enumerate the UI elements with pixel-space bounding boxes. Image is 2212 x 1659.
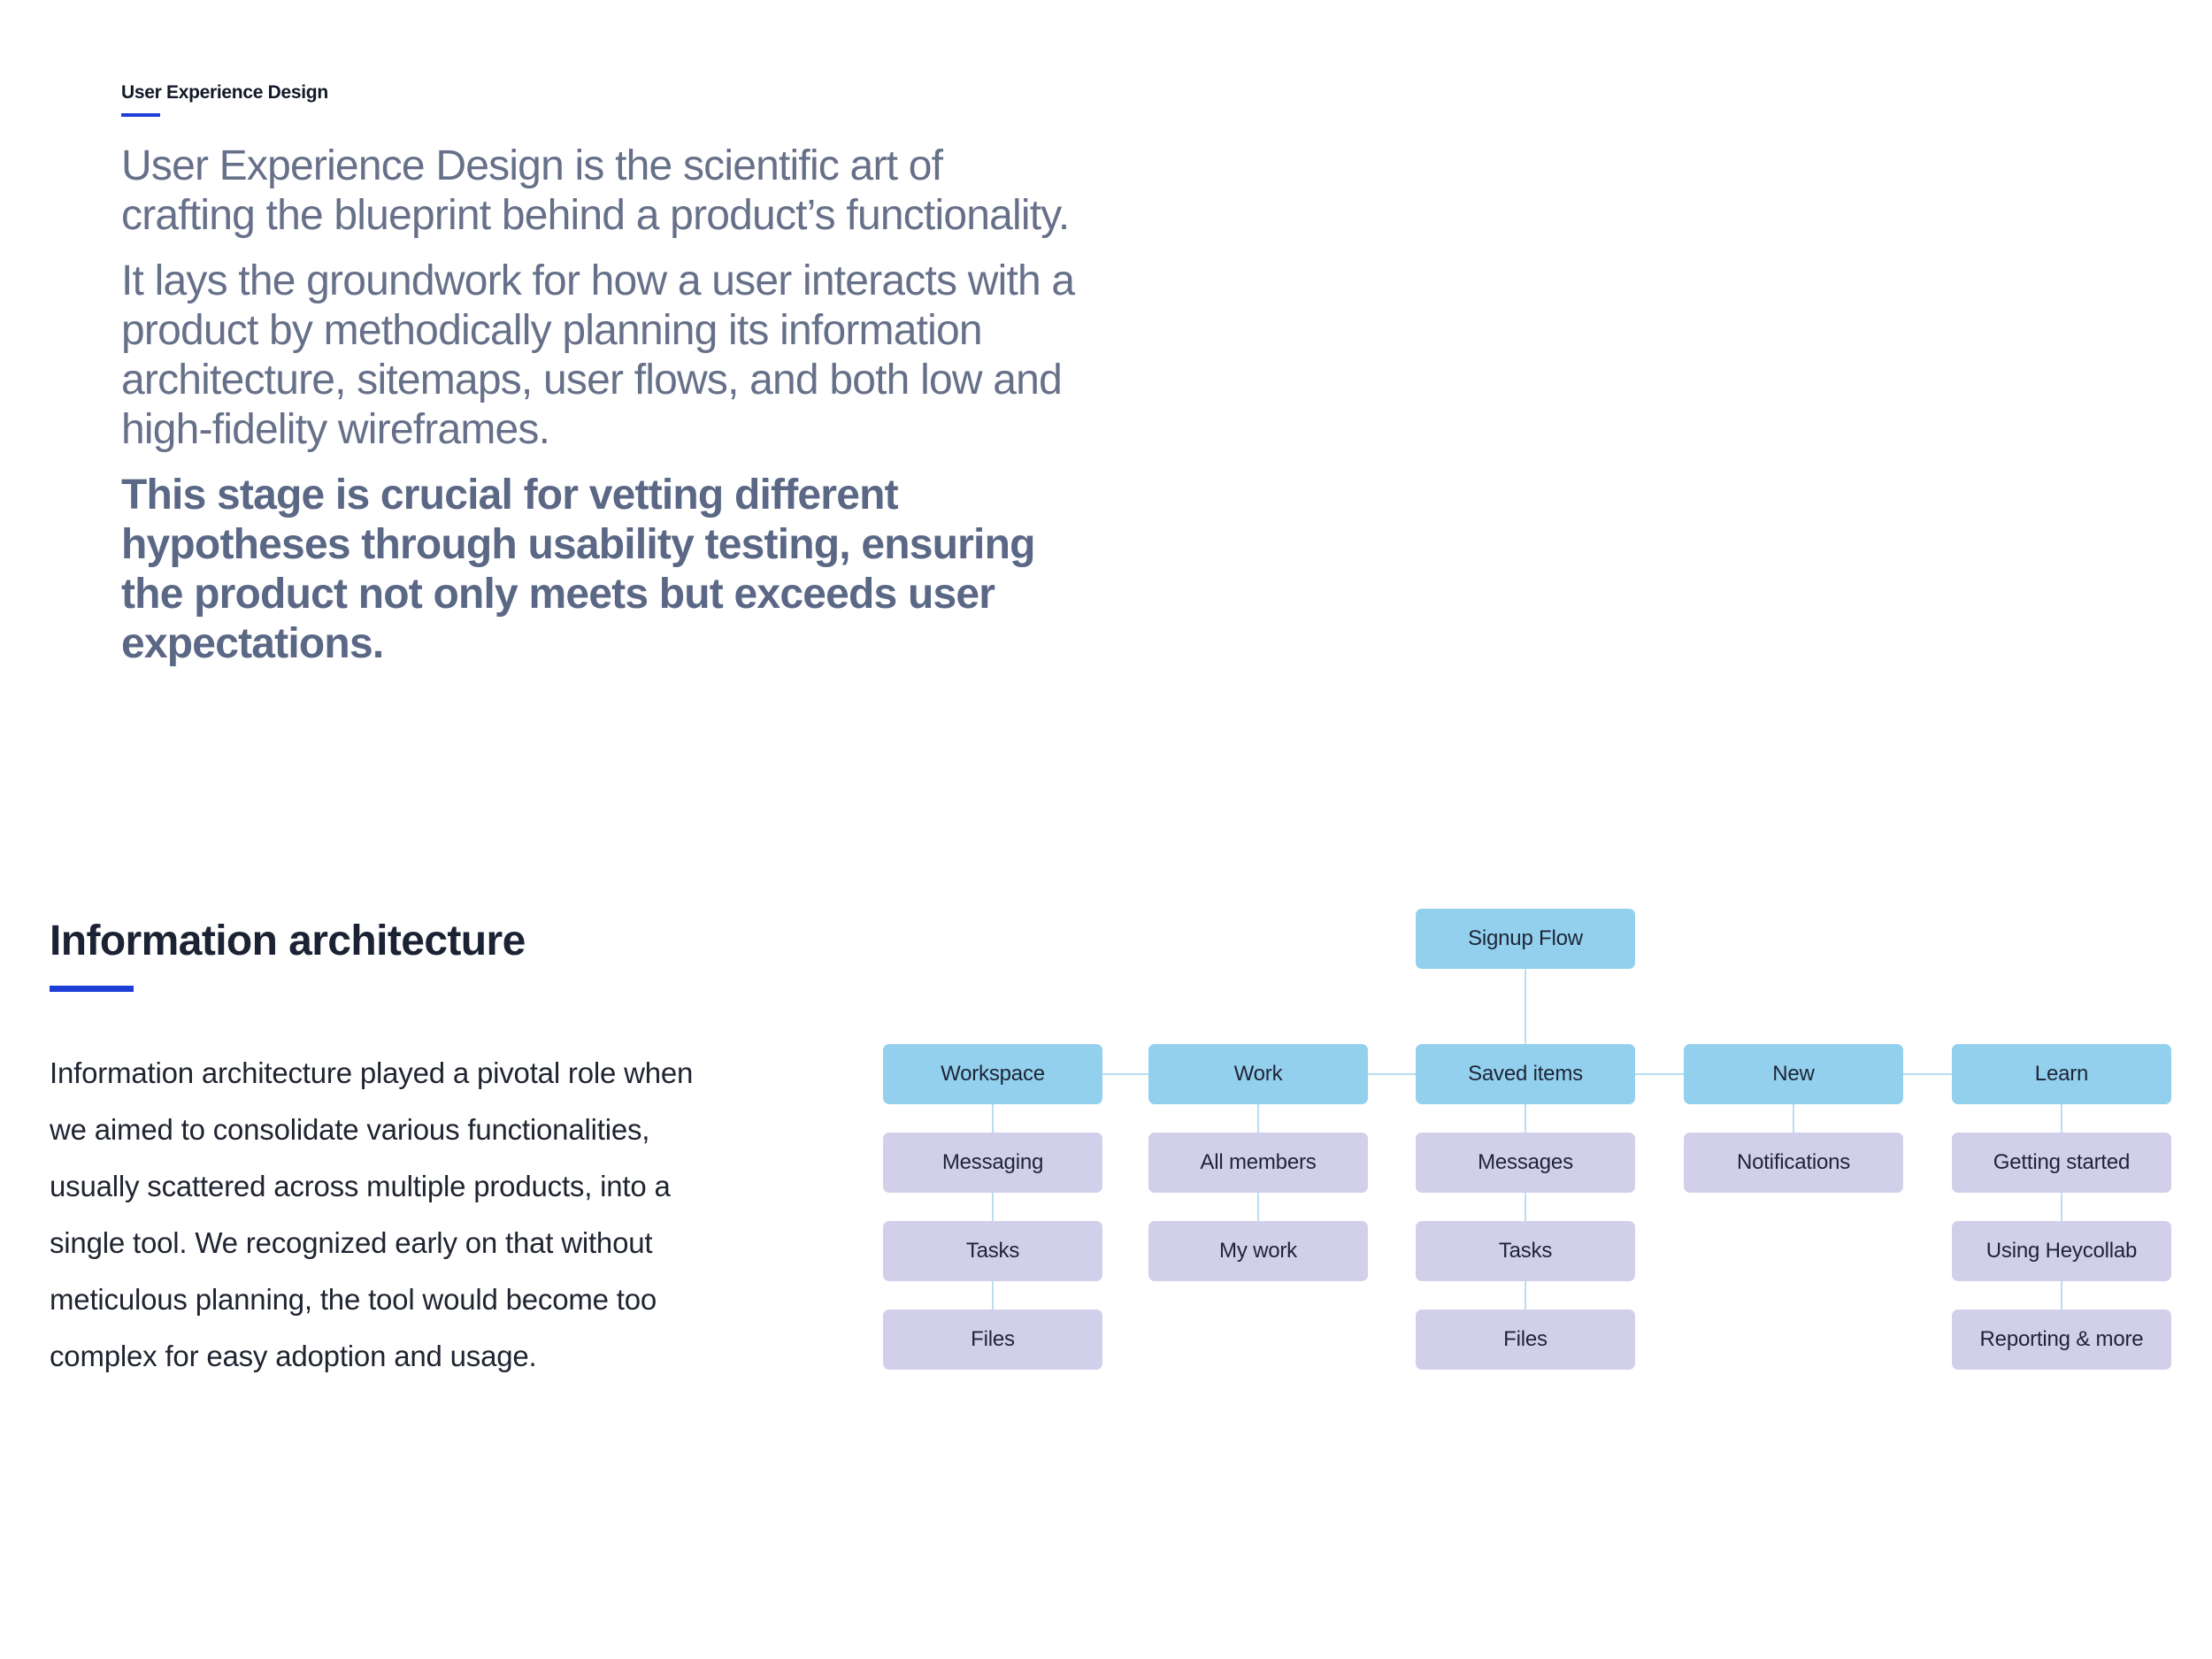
sitemap-node-workspace-files: Files [883, 1310, 1102, 1370]
sitemap-node-saved-items-messages: Messages [1416, 1133, 1635, 1193]
intro-paragraph-2: It lays the groundwork for how a user in… [121, 257, 1075, 453]
sitemap-node-root: Signup Flow [1416, 909, 1635, 969]
sitemap-node-learn-reporting-and-more: Reporting & more [1952, 1310, 2171, 1370]
ia-heading-underline [50, 986, 134, 992]
sitemap-node-saved-items-files: Files [1416, 1310, 1635, 1370]
sitemap-node-saved-items: Saved items [1416, 1044, 1635, 1104]
sitemap-node-work-my-work: My work [1148, 1221, 1368, 1281]
sitemap-node-learn: Learn [1952, 1044, 2171, 1104]
section-eyebrow: User Experience Design [121, 82, 328, 103]
ia-heading: Information architecture [50, 918, 526, 964]
sitemap-node-work-all-members: All members [1148, 1133, 1368, 1193]
information-architecture-section: Information architecture Information arc… [50, 915, 740, 1385]
sitemap-node-learn-using-heycollab: Using Heycollab [1952, 1221, 2171, 1281]
sitemap-node-workspace-messaging: Messaging [883, 1133, 1102, 1193]
sitemap-node-workspace-tasks: Tasks [883, 1221, 1102, 1281]
sitemap-node-new: New [1684, 1044, 1903, 1104]
ux-design-section: User Experience Design User Experience D… [121, 78, 1112, 669]
sitemap-node-learn-getting-started: Getting started [1952, 1133, 2171, 1193]
sitemap-node-work: Work [1148, 1044, 1368, 1104]
ia-description: Information architecture played a pivota… [50, 1056, 694, 1372]
sitemap-node-workspace: Workspace [883, 1044, 1102, 1104]
intro-paragraph-1: User Experience Design is the scientific… [121, 142, 1070, 239]
sitemap-node-new-notifications: Notifications [1684, 1133, 1903, 1193]
intro-paragraph-emphasis: This stage is crucial for vetting differ… [121, 472, 1035, 667]
sitemap-node-saved-items-tasks: Tasks [1416, 1221, 1635, 1281]
eyebrow-underline [121, 113, 160, 117]
